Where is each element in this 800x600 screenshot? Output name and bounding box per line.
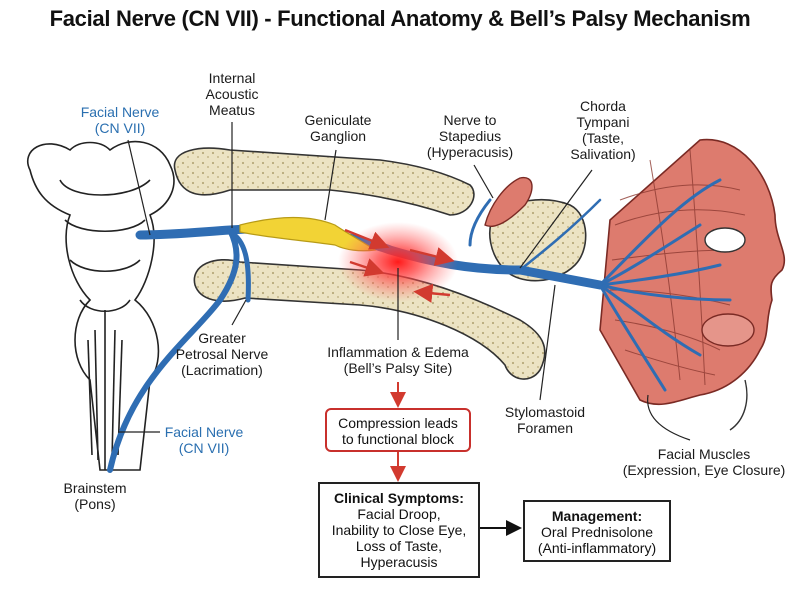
label-line: (Pons) [74,496,116,512]
label-line: Stapedius [438,128,502,144]
label-line: (CN VII) [178,440,230,456]
label-line: (CN VII) [94,120,146,136]
management-box: Management: Oral Prednisolone (Anti-infl… [523,500,671,562]
label-line: (Lacrimation) [181,362,263,378]
label-line: (Expression, Eye Closure) [622,462,786,478]
management-title: Management: [551,508,643,524]
page-title: Facial Nerve (CN VII) - Functional Anato… [49,6,751,31]
label-facial-nerve-top: Facial Nerve (CN VII) [81,104,160,136]
facial-muscles-illustration [599,138,786,431]
label-line: Internal [208,70,256,86]
label-line: Tympani [576,114,630,130]
label-line: Meatus [209,102,255,118]
label-line: Greater [198,330,246,346]
stapedius-muscle [484,176,533,227]
label-brainstem: Brainstem (Pons) [63,480,126,512]
inflammation-site [338,222,458,302]
label-line: Chorda [580,98,626,114]
management-item: Oral Prednisolone [540,524,654,540]
label-line: Nerve to [443,112,497,128]
symptom-item: Inability to Close Eye, [331,522,467,538]
label-stylomastoid-foramen: Stylomastoid Foramen [505,404,585,436]
label-line: Ganglion [309,128,367,144]
label-line: Foramen [516,420,574,436]
label-line: Facial Muscles [657,446,751,462]
label-line: (Bell’s Palsy Site) [343,360,453,376]
label-greater-petrosal-nerve: Greater Petrosal Nerve (Lacrimation) [176,330,269,378]
compression-box: Compression leads to functional block [325,408,471,452]
label-line: Facial Nerve [164,424,244,440]
label-line: Brainstem [63,480,127,496]
label-facial-muscles: Facial Muscles (Expression, Eye Closure) [623,446,786,478]
label-line: Salivation) [570,146,636,162]
label-line: Facial Nerve [80,104,160,120]
label-internal-acoustic-meatus: Internal Acoustic Meatus [206,70,259,118]
box-line: Compression leads [338,415,458,431]
symptom-item: Loss of Taste, [355,538,443,554]
label-inflammation-edema: Inflammation & Edema (Bell’s Palsy Site) [327,344,469,376]
label-geniculate-ganglion: Geniculate Ganglion [305,112,372,144]
symptom-item: Facial Droop, [357,506,441,522]
management-item: (Anti-inflammatory) [537,540,657,556]
flow-arrows [390,382,522,536]
label-nerve-to-stapedius: Nerve to Stapedius (Hyperacusis) [427,112,513,160]
compression-arrows [344,228,455,303]
label-facial-nerve-bottom: Facial Nerve (CN VII) [165,424,244,456]
label-chorda-tympani: Chorda Tympani (Taste, Salivation) [570,98,635,162]
label-line: (Taste, [581,130,624,146]
label-line: (Hyperacusis) [426,144,514,160]
clinical-symptoms-box: Clinical Symptoms: Facial Droop, Inabili… [318,482,480,578]
label-line: Stylomastoid [504,404,586,420]
label-line: Petrosal Nerve [175,346,269,362]
leader-lines [118,122,691,441]
brainstem-illustration [27,140,175,471]
clinical-symptoms-title: Clinical Symptoms: [334,490,464,506]
label-line: Acoustic [205,86,259,102]
label-line: Geniculate [304,112,372,128]
label-line: Inflammation & Edema [327,344,469,360]
symptom-item: Hyperacusis [360,554,438,570]
box-line: to functional block [341,431,455,447]
